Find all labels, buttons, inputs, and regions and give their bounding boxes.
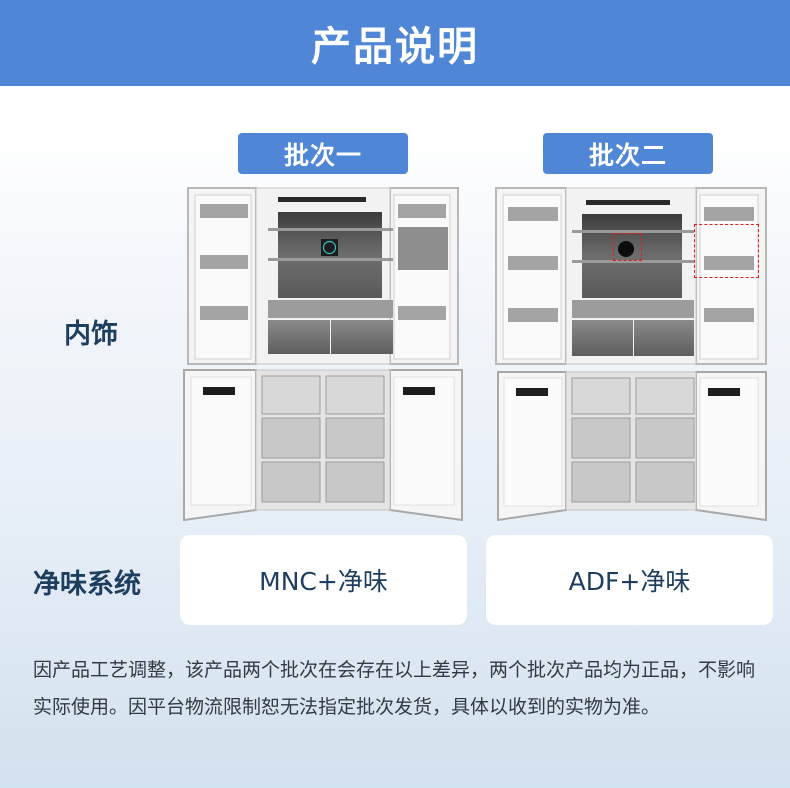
purification-text-batch-1: MNC+净味 <box>259 567 388 596</box>
batch-2-label: 批次二 <box>543 133 713 174</box>
highlight-marker-display-badge <box>613 233 642 261</box>
page-header: 产品说明 <box>0 0 790 86</box>
row-label-interior: 内饰 <box>64 319 118 350</box>
fridge-image-batch-2 <box>495 187 767 522</box>
disclaimer-note: 因产品工艺调整，该产品两个批次在会存在以上差异，两个批次产品均为正品，不影响实际… <box>33 659 756 718</box>
row-label-purification: 净味系统 <box>33 569 141 600</box>
page-title: 产品说明 <box>311 24 479 70</box>
fridge-image-batch-1 <box>183 187 463 522</box>
purification-box-batch-2: ADF+净味 <box>486 535 773 625</box>
batch-1-label: 批次一 <box>238 133 408 174</box>
highlight-marker-door-shelf <box>694 224 759 278</box>
purification-text-batch-2: ADF+净味 <box>568 567 691 596</box>
purification-box-batch-1: MNC+净味 <box>180 535 467 625</box>
